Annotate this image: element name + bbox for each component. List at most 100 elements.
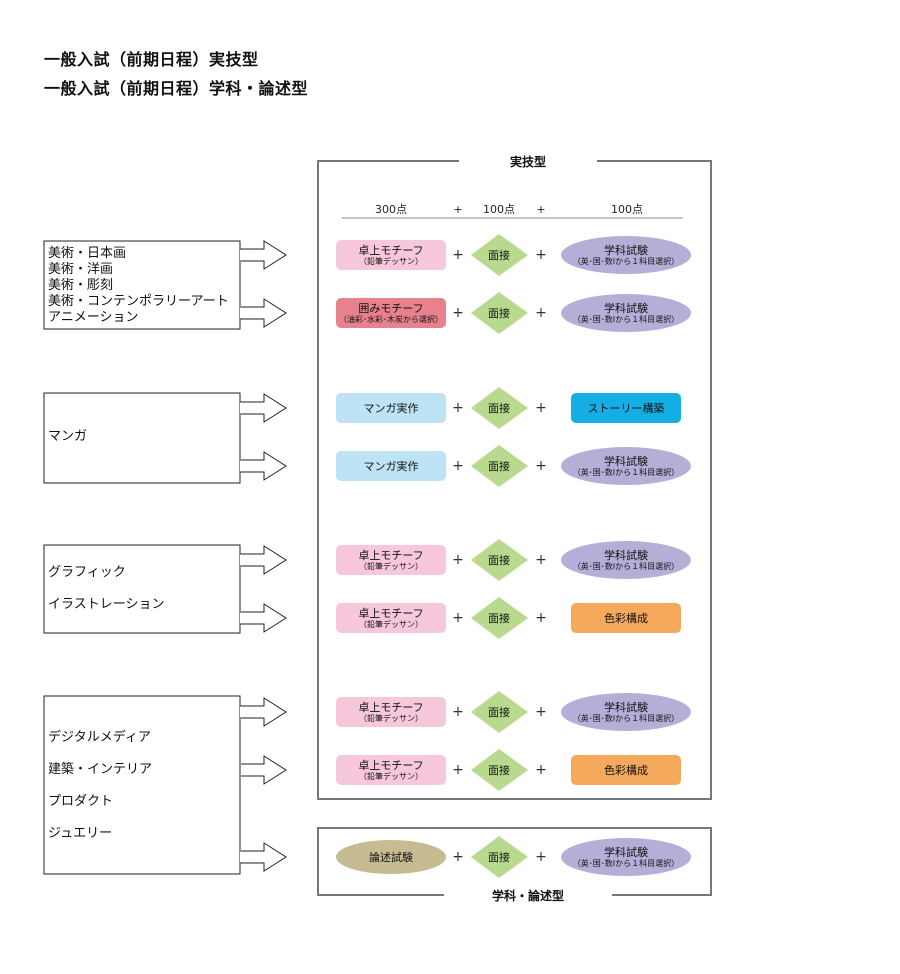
exam-last-label-main: 色彩構成	[604, 611, 648, 625]
plus-sign: +	[535, 552, 547, 568]
department-label: 建築・インテリア	[48, 762, 153, 777]
group-box-4	[43, 695, 241, 875]
exam-first-label-main: 卓上モチーフ	[358, 758, 424, 772]
interview-diamond	[471, 749, 528, 791]
exam-first-label: 論述試験	[321, 842, 461, 872]
exam-last-shape	[571, 755, 681, 785]
interview-label: 面接	[488, 763, 510, 777]
exam-first-shape	[336, 603, 446, 633]
exam-first-label: マンガ実作	[321, 393, 461, 423]
section-label-jitsugi: 実技型	[459, 153, 597, 171]
plus-sign: +	[535, 849, 547, 865]
exam-last-label: 学科試験（英･国･数Ⅰから１科目選択）	[556, 240, 696, 270]
exam-last-label-sub: （英･国･数Ⅰから１科目選択）	[572, 256, 680, 266]
plus-sign: +	[452, 704, 464, 720]
group-box-1	[43, 240, 241, 330]
exam-last-label-main: 学科試験	[604, 243, 648, 257]
department-label: イラストレーション	[48, 597, 165, 612]
exam-first-label: 卓上モチーフ（鉛筆デッサン）	[321, 755, 461, 785]
plus-sign: +	[452, 458, 464, 474]
plus-sign: +	[452, 305, 464, 321]
exam-first-label-sub: （鉛筆デッサン）	[359, 561, 423, 571]
interview-diamond	[471, 691, 528, 733]
interview-diamond	[471, 387, 528, 429]
exam-last-label: 学科試験（英･国･数Ⅰから１科目選択）	[556, 451, 696, 481]
exam-first-label-main: 卓上モチーフ	[358, 606, 424, 620]
exam-last-label: 学科試験（英･国･数Ⅰから１科目選択）	[556, 545, 696, 575]
exam-last-shape	[561, 236, 691, 274]
interview-label: 面接	[488, 611, 510, 625]
plus-sign: +	[535, 247, 547, 263]
exam-last-label: 色彩構成	[556, 755, 696, 785]
plus-sign: +	[452, 610, 464, 626]
header-plus-2: +	[536, 202, 546, 216]
exam-last-shape	[561, 838, 691, 876]
exam-last-label-main: 学科試験	[604, 548, 648, 562]
header-score-first: 300点	[375, 202, 407, 216]
exam-first-label: 卓上モチーフ（鉛筆デッサン）	[321, 545, 461, 575]
department-label: マンガ	[48, 429, 88, 444]
plus-sign: +	[452, 849, 464, 865]
exam-first-label: 卓上モチーフ（鉛筆デッサン）	[321, 697, 461, 727]
exam-last-label-sub: （英･国･数Ⅰから１科目選択）	[572, 561, 680, 571]
exam-last-label-sub: （英･国･数Ⅰから１科目選択）	[572, 314, 680, 324]
department-label: 美術・洋画	[48, 262, 114, 277]
plus-sign: +	[535, 610, 547, 626]
plus-sign: +	[535, 400, 547, 416]
interview-label: 面接	[488, 705, 510, 719]
exam-first-label: 卓上モチーフ（鉛筆デッサン）	[321, 603, 461, 633]
exam-first-label-main: マンガ実作	[363, 401, 419, 415]
exam-first-shape	[336, 451, 446, 481]
exam-first-label-sub: （鉛筆デッサン）	[359, 771, 423, 781]
plus-sign: +	[535, 762, 547, 778]
plus-sign: +	[452, 247, 464, 263]
exam-last-shape	[561, 294, 691, 332]
exam-first-label-sub: （鉛筆デッサン）	[359, 713, 423, 723]
exam-last-label-main: ストーリー構築	[587, 401, 665, 415]
plus-sign: +	[535, 704, 547, 720]
plus-sign: +	[535, 458, 547, 474]
interview-label: 面接	[488, 306, 510, 320]
exam-last-label: 学科試験（英･国･数Ⅰから１科目選択）	[556, 842, 696, 872]
exam-last-shape	[561, 447, 691, 485]
group-box-3	[43, 544, 241, 634]
exam-first-label-main: 卓上モチーフ	[358, 548, 424, 562]
page-title-jitsugi: 一般入試（前期日程）実技型	[44, 50, 259, 69]
exam-first-shape	[336, 393, 446, 423]
department-label: 美術・彫刻	[48, 278, 114, 293]
department-label: ジュエリー	[48, 826, 113, 841]
exam-last-label-sub: （英･国･数Ⅰから１科目選択）	[572, 858, 680, 868]
plus-sign: +	[535, 305, 547, 321]
exam-last-shape	[571, 603, 681, 633]
group-arrow-2	[239, 393, 287, 481]
exam-first-label: 卓上モチーフ（鉛筆デッサン）	[321, 240, 461, 270]
interview-diamond	[471, 292, 528, 334]
exam-first-shape	[336, 298, 446, 328]
department-label: プロダクト	[48, 794, 114, 809]
group-arrow-1	[239, 240, 287, 328]
exam-first-shape	[336, 545, 446, 575]
section-label-gakka: 学科・論述型	[444, 887, 612, 905]
exam-last-label: ストーリー構築	[556, 393, 696, 423]
header-score-mid: 100点	[483, 202, 515, 216]
exam-last-shape	[561, 693, 691, 731]
exam-first-shape	[336, 240, 446, 270]
interview-diamond	[471, 597, 528, 639]
exam-first-label: 囲みモチーフ（油彩･水彩･木炭から選択）	[321, 298, 461, 328]
plus-sign: +	[452, 552, 464, 568]
exam-first-label-sub: （油彩･水彩･木炭から選択）	[339, 314, 443, 324]
exam-last-label-main: 学科試験	[604, 301, 648, 315]
department-label: 美術・コンテンポラリーアート	[48, 294, 229, 309]
exam-first-label-sub: （鉛筆デッサン）	[359, 256, 423, 266]
interview-diamond	[471, 234, 528, 276]
exam-last-shape	[571, 393, 681, 423]
exam-first-label-main: 卓上モチーフ	[358, 700, 424, 714]
interview-label: 面接	[488, 459, 510, 473]
exam-last-label-main: 学科試験	[604, 700, 648, 714]
exam-last-label: 学科試験（英･国･数Ⅰから１科目選択）	[556, 298, 696, 328]
interview-label: 面接	[488, 850, 510, 864]
exam-first-label-main: 囲みモチーフ	[358, 301, 424, 315]
exam-first-label-main: 卓上モチーフ	[358, 243, 424, 257]
department-label: グラフィック	[48, 565, 126, 580]
